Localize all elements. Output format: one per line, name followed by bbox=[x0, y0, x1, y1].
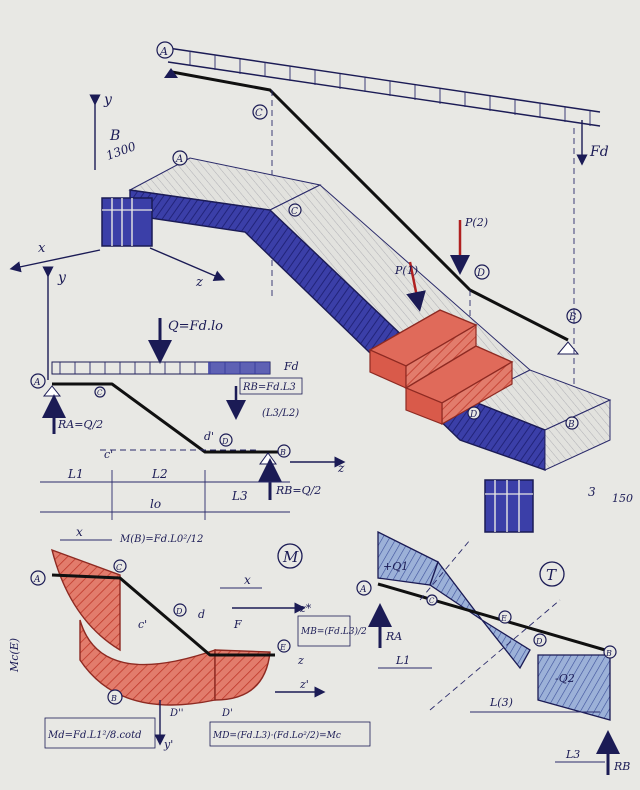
moment-md-formula: Md=Fd.L1²/8.cotd bbox=[47, 730, 142, 741]
rb-load-label: RB=Fd.L3 bbox=[242, 382, 296, 393]
node-a-shear: A bbox=[359, 585, 367, 595]
dim-l3: L3 bbox=[231, 489, 248, 503]
node-d-shear: D bbox=[535, 637, 543, 646]
x-axis-3d: x bbox=[38, 241, 46, 256]
shear-title: T bbox=[546, 566, 557, 584]
node-c-moment: C bbox=[116, 563, 122, 572]
dim-l1: L1 bbox=[67, 467, 84, 481]
moment-d2-label: D'' bbox=[169, 708, 184, 719]
moment-f-label: F bbox=[233, 618, 242, 631]
shear-plus-label: +Q1 bbox=[383, 560, 408, 573]
beam-line bbox=[52, 382, 285, 454]
z-label-beam: z bbox=[337, 461, 345, 475]
support-b-beam bbox=[259, 452, 277, 465]
top-load-diagram: Fd A C D B bbox=[156, 41, 609, 440]
moment-title: M bbox=[282, 548, 299, 566]
shear-l1: L1 bbox=[395, 654, 410, 667]
z-axis-3d: z bbox=[195, 275, 203, 290]
moment-y-prime: y' bbox=[163, 738, 173, 751]
stair-centerline bbox=[171, 70, 569, 342]
node-c-3d: C bbox=[291, 207, 298, 217]
moment-mb-formula: M(B)=Fd.L0²/12 bbox=[119, 534, 203, 545]
moment-mc-left: Mc(E) bbox=[8, 638, 21, 673]
moment-diagram: M x M(B)=Fd.L0²/12 x z* MB=(Fd.L3)/2 z z… bbox=[8, 525, 371, 751]
shear-l3: L3 bbox=[565, 748, 580, 761]
dim-B: B bbox=[109, 128, 120, 144]
shear-rb: RB bbox=[613, 760, 630, 773]
moment-right-area bbox=[214, 649, 271, 701]
node-c-shear: C bbox=[429, 597, 435, 605]
lower-rebar-cage bbox=[484, 479, 534, 533]
node-d-beam: D bbox=[221, 437, 229, 446]
c-prime: c' bbox=[104, 448, 113, 461]
node-c-top: C bbox=[255, 108, 263, 119]
dim-lo: lo bbox=[150, 497, 161, 511]
moment-mb-right: MB=(Fd.L3)/2 bbox=[300, 626, 367, 637]
moment-d-label: d bbox=[198, 608, 205, 621]
beam-fd-label: Fd bbox=[283, 360, 299, 373]
node-b-shear: B bbox=[605, 649, 612, 658]
load-line bbox=[167, 47, 601, 113]
node-a-beam: A bbox=[33, 378, 41, 388]
stair-3d: P(2) P(1) A C D B y B 1300 x z y 3 150 bbox=[9, 92, 633, 533]
moment-x1: x bbox=[76, 525, 83, 539]
red-steps bbox=[368, 309, 514, 426]
node-e-shear: E bbox=[500, 614, 507, 623]
q-label: Q=Fd.lo bbox=[168, 319, 223, 334]
dim-l2: L2 bbox=[151, 467, 168, 481]
d-prime: d' bbox=[204, 430, 214, 443]
y-axis-beam: y bbox=[57, 270, 67, 286]
load-p2-label: P(2) bbox=[464, 216, 488, 229]
load-p1-label: P(1) bbox=[394, 264, 418, 277]
node-d-moment: D bbox=[175, 607, 183, 616]
moment-z: z bbox=[297, 654, 304, 667]
shear-l3b: L(3) bbox=[489, 696, 513, 709]
y-axis-top: y bbox=[103, 92, 113, 108]
node-a-3d: A bbox=[175, 154, 183, 165]
shear-neg-2 bbox=[537, 654, 611, 721]
dim-3: 3 bbox=[588, 485, 596, 499]
beam-diagram: Q=Fd.lo Fd RB=Fd.L3 (L3/L2) A C D B RA=Q… bbox=[30, 318, 346, 520]
support-b-top bbox=[556, 341, 580, 355]
node-b-beam: B bbox=[279, 448, 286, 457]
moment-z-star: z* bbox=[299, 602, 312, 615]
node-d-top: D bbox=[476, 268, 485, 279]
moment-dprime-label: D' bbox=[221, 708, 233, 719]
ra-label: RA=Q/2 bbox=[57, 418, 103, 431]
dim-150: 150 bbox=[612, 492, 633, 505]
node-b-moment: B bbox=[110, 694, 117, 703]
shear-neg-1 bbox=[481, 619, 531, 670]
moment-z-prime: z' bbox=[299, 678, 309, 691]
support-a-beam bbox=[42, 385, 62, 397]
load-label-fd: Fd bbox=[589, 144, 609, 160]
ratio-label: (L3/L2) bbox=[262, 408, 299, 419]
support-a-top bbox=[164, 68, 178, 78]
node-a-moment: A bbox=[33, 575, 41, 585]
moment-x2: x bbox=[244, 573, 251, 587]
node-b-3d: B bbox=[567, 420, 575, 430]
shear-ra: RA bbox=[385, 630, 402, 643]
shear-pos-2 bbox=[429, 560, 483, 621]
moment-mc-formula: MD=(Fd.L3)·(Fd.Lo²/2)=Mc bbox=[212, 730, 341, 741]
load-hatching bbox=[189, 51, 591, 126]
node-e-moment: E bbox=[279, 643, 286, 652]
lower-landing-side bbox=[544, 399, 611, 471]
shear-minus-label: -Q2 bbox=[555, 672, 575, 685]
shear-pos-1 bbox=[377, 530, 439, 586]
rb-label: RB=Q/2 bbox=[275, 484, 321, 497]
node-a-top: A bbox=[159, 45, 168, 58]
node-d-3d: D bbox=[469, 410, 477, 420]
moment-c-label: c' bbox=[138, 618, 147, 631]
shear-diagram: T +Q1 -Q2 A C E D B RA RB L1 L(3) L3 bbox=[356, 530, 630, 775]
upper-rebar-cage bbox=[101, 197, 153, 247]
node-c-beam: C bbox=[97, 389, 103, 397]
node-b-top: B bbox=[568, 312, 576, 323]
